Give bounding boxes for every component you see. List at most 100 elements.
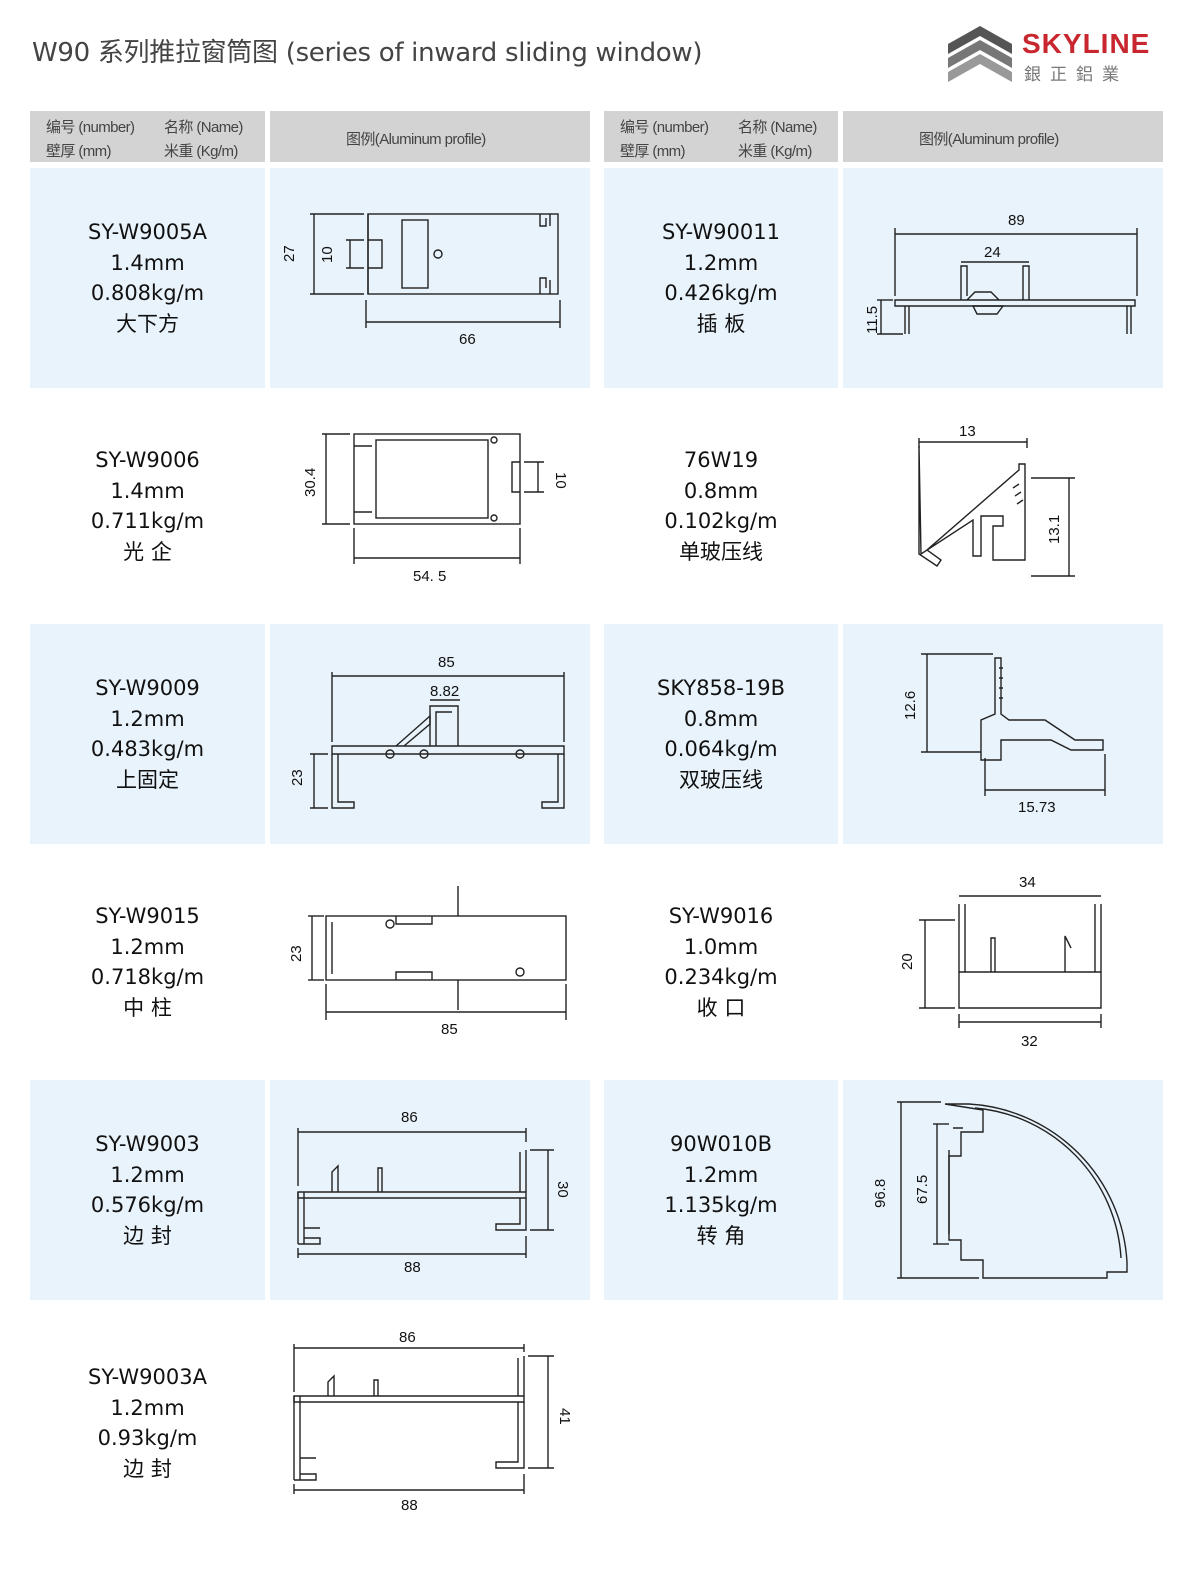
dim-label: 89 bbox=[1008, 212, 1025, 229]
dim-label: 67.5 bbox=[914, 1175, 931, 1204]
brand-logo: SKYLINE 銀正鋁業 bbox=[944, 24, 1164, 88]
product-weight: 0.718kg/m bbox=[90, 965, 205, 989]
product-code: 90W010B bbox=[670, 1132, 772, 1156]
product-weight: 0.102kg/m bbox=[664, 509, 778, 533]
header-profile: 图例(Aluminum profile) bbox=[919, 131, 1059, 148]
product-thickness: 1.2mm bbox=[110, 706, 185, 731]
dim-label: 54. 5 bbox=[413, 568, 446, 585]
product-name: 上固定 bbox=[116, 767, 179, 792]
dim-label: 86 bbox=[401, 1109, 418, 1126]
product-weight: 0.483kg/m bbox=[90, 737, 205, 761]
product-name: 单玻压线 bbox=[679, 539, 763, 564]
product-thickness: 1.2mm bbox=[110, 934, 185, 959]
product-thickness: 1.2mm bbox=[683, 1162, 759, 1187]
dim-label: 30.4 bbox=[302, 468, 319, 497]
dim-label: 30 bbox=[554, 1181, 571, 1198]
dim-label: 8.82 bbox=[430, 683, 459, 700]
product-info: SY-W9006 1.4mm 0.711kg/m 光 企 bbox=[30, 396, 265, 616]
product-name: 转 角 bbox=[696, 1223, 746, 1248]
brand-subtitle: 銀正鋁業 bbox=[1024, 65, 1128, 85]
profile-drawing-sy-w9005a: 27 10 66 bbox=[270, 168, 590, 388]
product-info: SKY858-19B 0.8mm 0.064kg/m 双玻压线 bbox=[604, 624, 838, 844]
dim-label: 85 bbox=[441, 1021, 458, 1038]
header-right-profile: 图例(Aluminum profile) bbox=[843, 111, 1163, 162]
dim-label: 20 bbox=[899, 953, 916, 970]
dim-label: 15.73 bbox=[1018, 799, 1056, 816]
product-weight: 1.135kg/m bbox=[664, 1193, 778, 1217]
product-name: 边 封 bbox=[123, 1456, 172, 1481]
dim-label: 66 bbox=[459, 331, 476, 348]
product-code: SY-W9005A bbox=[88, 220, 207, 244]
brand-name: SKYLINE bbox=[1022, 28, 1151, 59]
product-name: 光 企 bbox=[123, 539, 172, 564]
product-weight: 0.93kg/m bbox=[97, 1426, 198, 1450]
profile-drawing-90w010b: 96.8 67.5 bbox=[843, 1080, 1163, 1300]
dim-label: 34 bbox=[1019, 874, 1036, 891]
header-weight: 米重 (Kg/m) bbox=[164, 143, 238, 160]
dim-label: 23 bbox=[289, 769, 306, 786]
product-code: SY-W9009 bbox=[95, 676, 200, 700]
product-code: 76W19 bbox=[683, 448, 759, 472]
product-code: SKY858-19B bbox=[657, 676, 785, 700]
product-name: 双玻压线 bbox=[679, 767, 763, 792]
header-name: 名称 (Name) bbox=[738, 119, 817, 136]
header-profile: 图例(Aluminum profile) bbox=[346, 131, 486, 148]
header-thickness: 壁厚 (mm) bbox=[620, 143, 686, 160]
profile-drawing-sy-w9003: 86 30 88 bbox=[270, 1080, 590, 1300]
profile-drawing-sy-w9006: 30.4 10 54. 5 bbox=[270, 396, 590, 616]
product-thickness: 0.8mm bbox=[683, 478, 759, 503]
product-code: SY-W9006 bbox=[95, 448, 200, 472]
header-right-info: 编号 (number) 名称 (Name) 壁厚 (mm) 米重 (Kg/m) bbox=[604, 111, 838, 162]
product-thickness: 1.2mm bbox=[683, 250, 759, 275]
product-weight: 0.064kg/m bbox=[664, 737, 778, 761]
dim-label: 24 bbox=[984, 244, 1001, 261]
product-weight: 0.711kg/m bbox=[90, 509, 205, 533]
product-name: 边 封 bbox=[123, 1223, 172, 1248]
product-code: SY-W90011 bbox=[662, 220, 780, 244]
product-weight: 0.426kg/m bbox=[664, 281, 778, 305]
product-info: 76W19 0.8mm 0.102kg/m 单玻压线 bbox=[604, 396, 838, 616]
product-thickness: 1.4mm bbox=[110, 478, 185, 503]
dim-label: 27 bbox=[281, 245, 298, 262]
header-number: 编号 (number) bbox=[620, 119, 709, 136]
header-number: 编号 (number) bbox=[46, 119, 135, 136]
product-code: SY-W9015 bbox=[95, 904, 200, 928]
profile-drawing-sy-w9015: 23 85 bbox=[270, 852, 590, 1072]
dim-label: 86 bbox=[399, 1329, 416, 1346]
profile-drawing-sy-w9016: 34 20 32 bbox=[843, 852, 1163, 1072]
product-thickness: 0.8mm bbox=[683, 706, 759, 731]
product-info: SY-W9003A 1.2mm 0.93kg/m 边 封 bbox=[30, 1308, 265, 1538]
dim-label: 23 bbox=[288, 945, 305, 962]
product-thickness: 1.4mm bbox=[110, 250, 185, 275]
product-info: SY-W90011 1.2mm 0.426kg/m 插 板 bbox=[604, 168, 838, 388]
product-code: SY-W9003A bbox=[88, 1365, 207, 1389]
product-thickness: 1.0mm bbox=[683, 934, 759, 959]
page-title: W90 系列推拉窗筒图 (series of inward sliding wi… bbox=[32, 38, 703, 68]
product-info: SY-W9016 1.0mm 0.234kg/m 收 口 bbox=[604, 852, 838, 1072]
product-thickness: 1.2mm bbox=[110, 1162, 185, 1187]
dim-label: 32 bbox=[1021, 1033, 1038, 1050]
header-name: 名称 (Name) bbox=[164, 119, 243, 136]
dim-label: 10 bbox=[552, 472, 569, 489]
dim-label: 12.6 bbox=[902, 691, 919, 720]
product-thickness: 1.2mm bbox=[110, 1395, 185, 1420]
product-name: 大下方 bbox=[116, 311, 179, 336]
dim-label: 88 bbox=[401, 1497, 418, 1514]
profile-drawing-sy-w9009: 85 8.82 23 bbox=[270, 624, 590, 844]
product-code: SY-W9003 bbox=[95, 1132, 200, 1156]
product-info: SY-W9015 1.2mm 0.718kg/m 中 柱 bbox=[30, 852, 265, 1072]
dim-label: 85 bbox=[438, 654, 455, 671]
product-weight: 0.576kg/m bbox=[90, 1193, 205, 1217]
product-weight: 0.234kg/m bbox=[664, 965, 778, 989]
product-info: SY-W9003 1.2mm 0.576kg/m 边 封 bbox=[30, 1080, 265, 1300]
dim-label: 10 bbox=[319, 246, 336, 263]
product-code: SY-W9016 bbox=[668, 904, 774, 928]
dim-label: 96.8 bbox=[872, 1179, 889, 1208]
product-info: SY-W9005A 1.4mm 0.808kg/m 大下方 bbox=[30, 168, 265, 388]
product-name: 中 柱 bbox=[123, 995, 172, 1020]
profile-drawing-sky858-19b: 12.6 15.73 bbox=[843, 624, 1163, 844]
dim-label: 11.5 bbox=[864, 306, 881, 334]
profile-drawing-sy-w9003a: 86 41 88 bbox=[270, 1308, 590, 1538]
product-name: 插 板 bbox=[696, 311, 746, 336]
dim-label: 41 bbox=[556, 1408, 573, 1425]
